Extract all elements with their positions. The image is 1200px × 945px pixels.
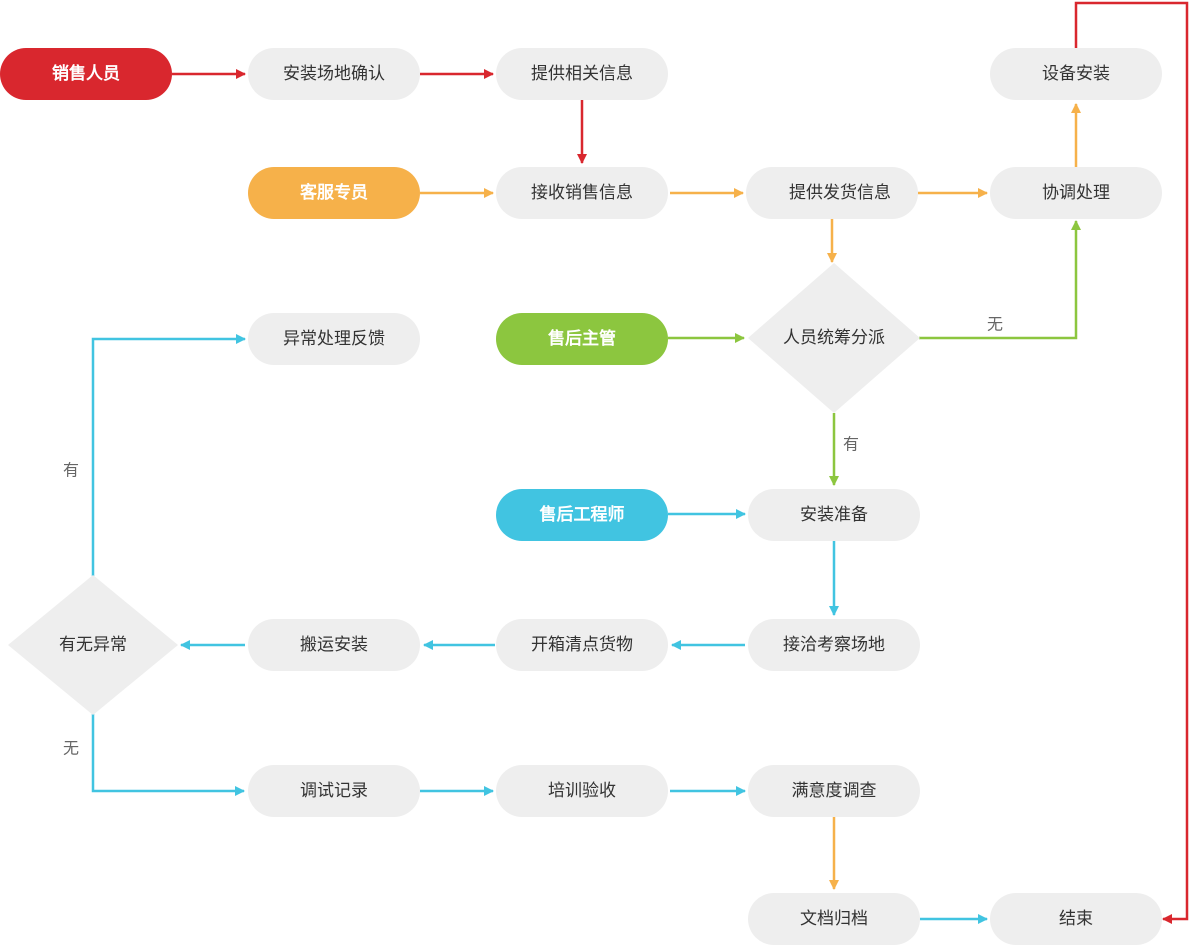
step-training-accept: 培训验收 [496, 765, 668, 817]
role-sales: 销售人员 [0, 48, 172, 100]
edge-label-assign-yes: 有 [843, 435, 859, 454]
edge-assign-none-to-coordinate [919, 220, 1081, 340]
step-receive-sales-info-label: 接收销售信息 [531, 183, 633, 203]
step-exception-feedback: 异常处理反馈 [248, 313, 420, 365]
step-training-accept-label: 培训验收 [548, 781, 616, 801]
edge-anomaly-yes-to-feedback [91, 334, 246, 576]
role-service-label: 客服专员 [299, 182, 368, 203]
step-end-label: 结束 [1059, 909, 1093, 929]
step-equipment-install-label: 设备安装 [1042, 64, 1110, 84]
step-debug-record: 调试记录 [248, 765, 420, 817]
role-supervisor: 售后主管 [496, 313, 668, 365]
step-site-confirm: 安装场地确认 [248, 48, 420, 100]
step-archive: 文档归档 [748, 893, 920, 945]
step-site-survey: 接洽考察场地 [748, 619, 920, 671]
decision-assign-label: 人员统筹分派 [783, 328, 885, 348]
step-unbox-count: 开箱清点货物 [496, 619, 668, 671]
step-exception-feedback-label: 异常处理反馈 [283, 329, 385, 349]
step-coordinate: 协调处理 [990, 167, 1162, 219]
step-site-survey-label: 接洽考察场地 [783, 635, 885, 655]
edge-label-anomaly-none: 无 [63, 739, 79, 758]
role-sales-label: 销售人员 [52, 63, 120, 84]
step-provide-shipping-label: 提供发货信息 [789, 183, 891, 203]
decision-anomaly: 有无异常 [8, 575, 178, 715]
step-carry-install: 搬运安装 [248, 619, 420, 671]
edge-label-assign-none: 无 [987, 315, 1003, 334]
step-unbox-count-label: 开箱清点货物 [531, 635, 633, 655]
step-provide-info-label: 提供相关信息 [531, 64, 633, 84]
step-receive-sales-info: 接收销售信息 [496, 167, 668, 219]
decision-anomaly-label: 有无异常 [59, 635, 127, 655]
role-service: 客服专员 [248, 167, 420, 219]
edge-label-anomaly-yes: 有 [63, 461, 79, 480]
step-install-prep: 安装准备 [748, 489, 920, 541]
step-debug-record-label: 调试记录 [300, 781, 368, 801]
step-satisfaction: 满意度调查 [748, 765, 920, 817]
role-engineer: 售后工程师 [496, 489, 668, 541]
step-end: 结束 [990, 893, 1162, 945]
edge-install-to-end [1074, 1, 1189, 924]
step-archive-label: 文档归档 [800, 909, 868, 929]
connectors [91, 1, 1189, 924]
step-provide-shipping: 提供发货信息 [746, 167, 918, 219]
step-coordinate-label: 协调处理 [1042, 183, 1110, 203]
edge-anomaly-none-to-debug [91, 714, 245, 796]
role-engineer-label: 售后工程师 [540, 504, 625, 525]
step-equipment-install: 设备安装 [990, 48, 1162, 100]
decision-assign: 人员统筹分派 [748, 263, 920, 413]
step-satisfaction-label: 满意度调查 [792, 781, 877, 801]
step-carry-install-label: 搬运安装 [300, 635, 368, 655]
role-supervisor-label: 售后主管 [548, 328, 616, 349]
step-provide-info: 提供相关信息 [496, 48, 668, 100]
step-install-prep-label: 安装准备 [800, 505, 868, 525]
step-site-confirm-label: 安装场地确认 [283, 64, 385, 84]
